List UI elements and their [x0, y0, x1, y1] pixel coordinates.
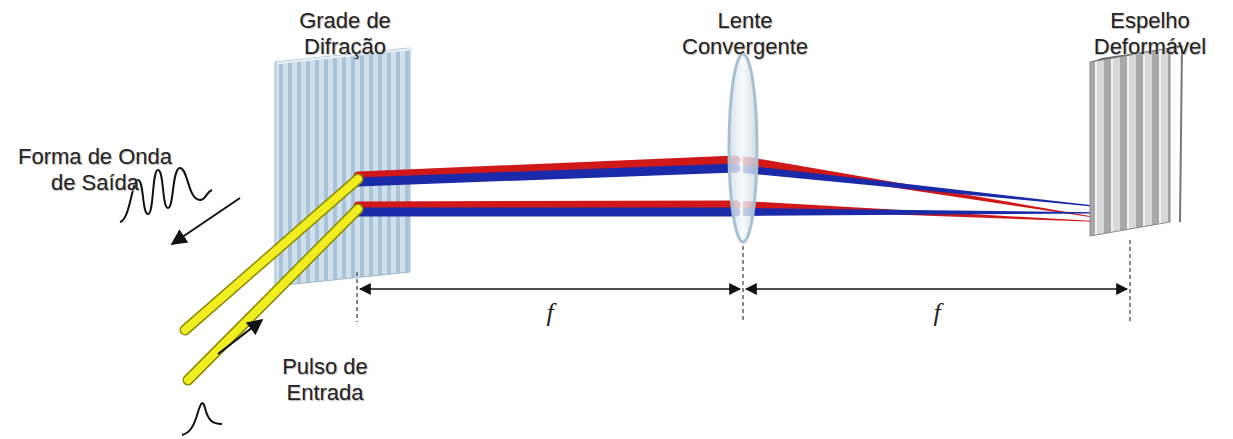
input-arrow — [218, 320, 262, 354]
component-label: Grade de Difração — [280, 8, 410, 60]
focal-dimensions — [357, 240, 1130, 322]
focal-length-label: f — [543, 300, 556, 326]
spectral-beams — [358, 156, 1160, 223]
focal-length-label: f — [930, 300, 943, 326]
component-label: Espelho Deformável — [1080, 8, 1220, 60]
input-label: Pulso de Entrada — [265, 354, 385, 406]
converging-lens — [729, 54, 757, 242]
output-label: Forma de Onda de Saída — [10, 144, 180, 196]
input-output-beams — [185, 179, 358, 380]
component-label: Lente Convergente — [670, 8, 820, 60]
output-arrow — [172, 198, 240, 244]
diffraction-grating — [275, 48, 414, 286]
input-pulse — [182, 403, 222, 435]
deformable-mirror — [1090, 46, 1182, 236]
